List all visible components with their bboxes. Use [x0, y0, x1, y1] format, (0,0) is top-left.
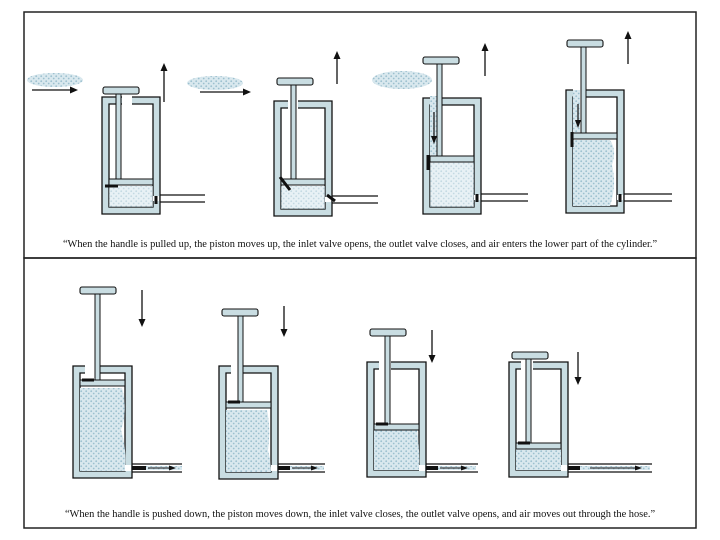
- air-in-cylinder: [516, 449, 561, 470]
- piston: [280, 178, 326, 186]
- handle: [422, 56, 460, 65]
- handle: [79, 286, 117, 295]
- outlet-valve: [278, 466, 290, 470]
- air-cloud: [27, 73, 83, 87]
- air-in-cylinder: [226, 410, 271, 472]
- air-in-cylinder: [573, 140, 615, 206]
- piston: [572, 132, 618, 140]
- outlet-valve: [132, 466, 146, 470]
- air-in-cylinder: [374, 430, 420, 470]
- handle: [566, 39, 604, 48]
- piston: [429, 155, 475, 163]
- cylinder: [101, 96, 161, 215]
- hose: [568, 463, 652, 473]
- pull-caption: “When the handle is pulled up, the pisto…: [62, 239, 658, 250]
- piston: [79, 379, 126, 387]
- hose: [481, 193, 528, 202]
- piston: [373, 423, 420, 431]
- air-cloud: [187, 76, 243, 90]
- piston-rod: [436, 63, 443, 157]
- push-stage-4: [508, 351, 652, 478]
- push-stage-2: [218, 306, 325, 480]
- hose: [132, 463, 182, 473]
- outlet-valve: [426, 466, 438, 470]
- push-stage-3: [366, 328, 478, 478]
- piston: [515, 442, 562, 450]
- outlet-valve: [326, 193, 336, 203]
- piston-rod: [94, 293, 101, 381]
- handle: [369, 328, 407, 337]
- air-in-cylinder: [80, 388, 126, 471]
- piston-rod: [384, 335, 391, 425]
- bottom-panel-border: [23, 257, 697, 529]
- piston: [108, 178, 154, 186]
- hose: [426, 463, 478, 473]
- push-stage-1: [72, 286, 182, 479]
- pull-stage-2: [187, 51, 378, 217]
- push-caption: “When the handle is pushed down, the pis…: [64, 509, 656, 520]
- handle: [511, 351, 549, 360]
- piston: [225, 401, 272, 409]
- hose: [332, 195, 378, 204]
- piston-rod: [290, 84, 297, 180]
- hose: [624, 193, 672, 202]
- piston-rod: [580, 45, 587, 135]
- handle: [276, 77, 314, 86]
- piston-rod: [237, 315, 244, 403]
- air-cloud: [372, 71, 432, 89]
- piston-rod: [525, 358, 532, 444]
- pull-stage-3: [372, 43, 528, 215]
- air-entering: [573, 90, 580, 134]
- handle: [221, 308, 259, 317]
- pull-stage-1: [27, 63, 205, 215]
- hose: [160, 194, 205, 203]
- hose: [278, 463, 325, 473]
- outlet-valve: [568, 466, 580, 470]
- inlet-valve: [278, 176, 292, 191]
- pull-stage-4: [565, 31, 672, 214]
- piston-rod: [115, 92, 122, 180]
- handle: [102, 86, 140, 95]
